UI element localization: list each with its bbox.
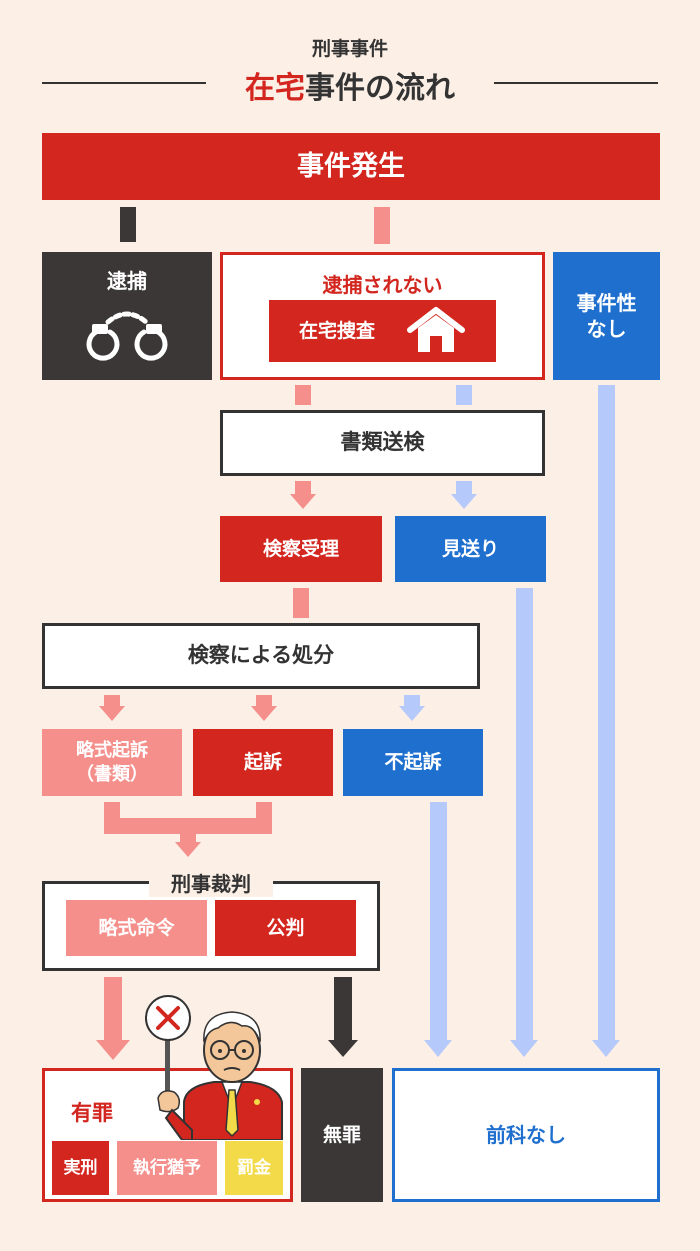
- no-record-box: 前科なし: [392, 1068, 660, 1202]
- non-indictment-label: 不起訴: [384, 751, 442, 774]
- connector-to-disposition: [293, 588, 309, 618]
- connector-to-non-indictment: [404, 695, 420, 707]
- prison-label: 実刑: [63, 1157, 98, 1178]
- cross-sign-icon: [145, 995, 191, 1041]
- line-no-case-down: [598, 385, 615, 1041]
- fine-label: 罰金: [237, 1157, 271, 1178]
- not-arrested-label: 逮捕されない: [322, 273, 443, 297]
- fine-badge: 罰金: [225, 1141, 283, 1195]
- suspended-badge: 執行猶予: [117, 1141, 217, 1195]
- connector-to-summary-indictment: [104, 695, 120, 707]
- arrow-no-case-down: [592, 1040, 620, 1057]
- not-guilty-label: 無罪: [322, 1123, 361, 1146]
- not-guilty-box: 無罪: [301, 1068, 383, 1202]
- house-icon: [407, 307, 465, 352]
- arrow-dropped-down: [510, 1040, 538, 1057]
- man-illustration: [145, 995, 283, 1140]
- arrow-non-indictment-down: [424, 1040, 452, 1057]
- prosecution-disposition-box: 検察による処分: [42, 623, 480, 689]
- incident-label: 事件発生: [297, 150, 405, 182]
- no-case-label: 事件性 なし: [576, 291, 637, 341]
- prosecution-disposition-label: 検察による処分: [187, 643, 335, 668]
- prosecution-accepted-label: 検察受理: [262, 537, 339, 560]
- arrow-to-non-indictment: [399, 706, 425, 721]
- line-to-not-guilty: [334, 977, 352, 1040]
- line-to-guilty: [104, 977, 122, 1040]
- incident-box: 事件発生: [42, 133, 660, 200]
- criminal-trial-box: 刑事裁判 略式命令 公判: [42, 868, 380, 971]
- connector-to-accepted: [295, 481, 311, 494]
- arrow-to-summary-indictment: [99, 706, 125, 721]
- guilty-label: 有罪: [71, 1101, 113, 1125]
- arrow-to-not-guilty: [328, 1040, 358, 1057]
- criminal-trial-label: 刑事裁判: [149, 868, 273, 897]
- dropped-label: 見送り: [441, 537, 499, 560]
- indictment-label: 起訴: [243, 751, 282, 774]
- indictment-box: 起訴: [193, 729, 333, 796]
- public-trial-label: 公判: [266, 916, 305, 939]
- summary-indictment-box: 略式起訴 （書類）: [42, 729, 182, 796]
- title-rest: 事件の流れ: [305, 71, 455, 106]
- arrow-merge-down: [175, 842, 201, 857]
- summary-order-label: 略式命令: [98, 916, 175, 939]
- title-accent: 在宅: [245, 71, 305, 106]
- home-investigation-box: 在宅捜査: [269, 300, 496, 362]
- arrow-to-guilty: [96, 1040, 130, 1060]
- header-subtitle: 刑事事件: [311, 38, 388, 60]
- public-trial-box: 公判: [215, 900, 356, 956]
- arrest-label: 逮捕: [107, 269, 147, 293]
- page-title: 在宅事件の流れ: [0, 63, 700, 107]
- summary-order-box: 略式命令: [66, 900, 207, 956]
- arrow-to-indictment: [251, 706, 277, 721]
- merge-horizontal: [104, 818, 272, 834]
- no-case-box: 事件性 なし: [553, 252, 660, 380]
- arrow-to-accepted: [290, 494, 316, 509]
- merge-down: [180, 834, 196, 842]
- handcuffs-icon: [86, 311, 168, 361]
- connector-to-indictment: [256, 695, 272, 707]
- arrow-to-dropped: [451, 494, 477, 509]
- no-record-label: 前科なし: [486, 1123, 566, 1147]
- document-referral-box: 書類送検: [220, 410, 545, 476]
- line-non-indictment-down: [430, 802, 447, 1041]
- arrest-box: 逮捕: [42, 252, 212, 380]
- line-dropped-down: [516, 588, 533, 1041]
- home-investigation-label: 在宅捜査: [299, 319, 376, 342]
- document-referral-label: 書類送検: [340, 430, 425, 455]
- summary-indictment-label: 略式起訴 （書類）: [76, 740, 148, 785]
- header-rule-left: [42, 82, 206, 84]
- non-indictment-box: 不起訴: [343, 729, 483, 796]
- prosecution-accepted-box: 検察受理: [220, 516, 382, 582]
- connector-to-referral-blue: [456, 385, 472, 405]
- connector-arrest: [120, 207, 136, 242]
- connector-not-arrested: [374, 207, 390, 244]
- not-arrested-box: 逮捕されない 在宅捜査: [220, 252, 545, 380]
- dropped-box: 見送り: [395, 516, 546, 582]
- connector-to-dropped: [456, 481, 472, 494]
- prison-badge: 実刑: [52, 1141, 109, 1195]
- suspended-label: 執行猶予: [133, 1157, 201, 1178]
- header-rule-right: [494, 82, 658, 84]
- connector-to-referral-pink: [295, 385, 311, 405]
